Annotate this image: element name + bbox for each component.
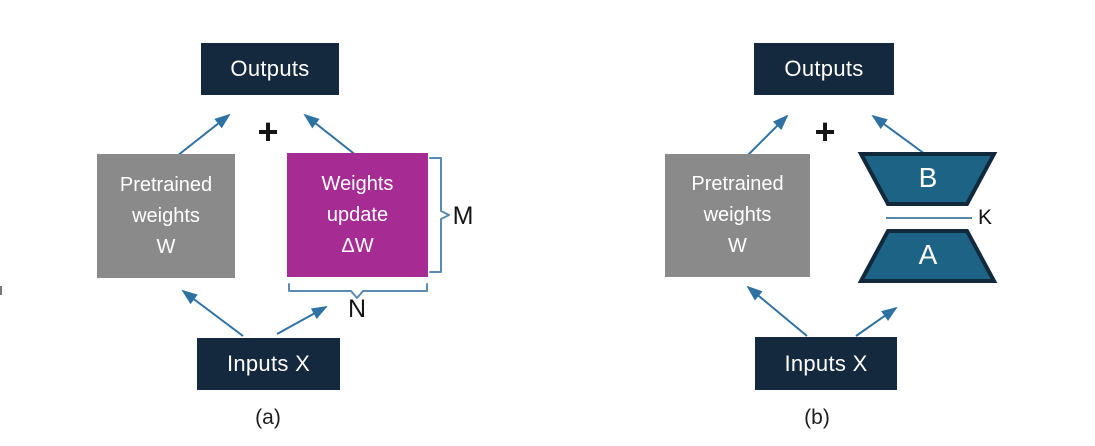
a-pretrained-weights-box: Pretrained weights W [97,154,235,278]
arrow-b-matrixb-to-outputs [871,114,930,158]
a-update-line-3: ΔW [341,234,374,257]
b-pretrained-line-1: Pretrained [691,173,784,195]
arrow-b-inputs-to-matrixa [855,306,898,337]
arrow-a-inputs-to-update [276,306,328,335]
a-outputs-box: Outputs [201,43,339,95]
b-inputs-label: Inputs X [784,350,868,376]
b-plus-sign: + [814,111,836,152]
a-inputs-box: Inputs X [197,338,340,390]
a-dim-m-label: M [452,202,474,230]
bracket-m [429,157,450,273]
b-pretrained-line-3: W [728,235,747,257]
b-caption: (b) [804,406,830,429]
a-outputs-label: Outputs [230,56,310,81]
a-inputs-label: Inputs X [226,351,311,376]
a-pretrained-line-3: W [156,235,176,258]
b-matrix-b-label: B [918,162,938,193]
bracket-n [288,283,428,299]
a-update-line-2: update [326,203,389,226]
a-pretrained-line-1: Pretrained [119,173,213,196]
a-pretrained-line-2: weights [132,204,200,227]
b-outputs-box: Outputs [754,43,894,95]
b-outputs-label: Outputs [784,56,864,81]
b-pretrained-weights-box: Pretrained weights W [665,154,810,277]
b-matrix-a-label: A [918,239,938,270]
a-weights-update-box: Weights update ΔW [287,153,428,277]
a-caption: (a) [255,406,281,429]
arrow-a-inputs-to-pretrained [181,289,244,337]
matrix-a-trapezoid [857,229,998,283]
a-update-line-1: Weights [321,172,394,195]
arrow-b-pretrained-to-outputs [746,114,789,157]
arrow-b-inputs-to-pretrained [746,285,808,337]
b-dim-k-label: K [977,206,992,229]
b-pretrained-line-2: weights [703,204,772,226]
b-inputs-box: Inputs X [755,337,897,390]
a-dim-n-label: N [347,295,367,323]
arrow-a-pretrained-to-outputs [176,113,231,157]
matrix-b-trapezoid [857,152,998,206]
edge-artifact [0,286,2,295]
a-plus-sign: + [257,111,279,152]
arrow-a-update-to-outputs [303,113,358,157]
